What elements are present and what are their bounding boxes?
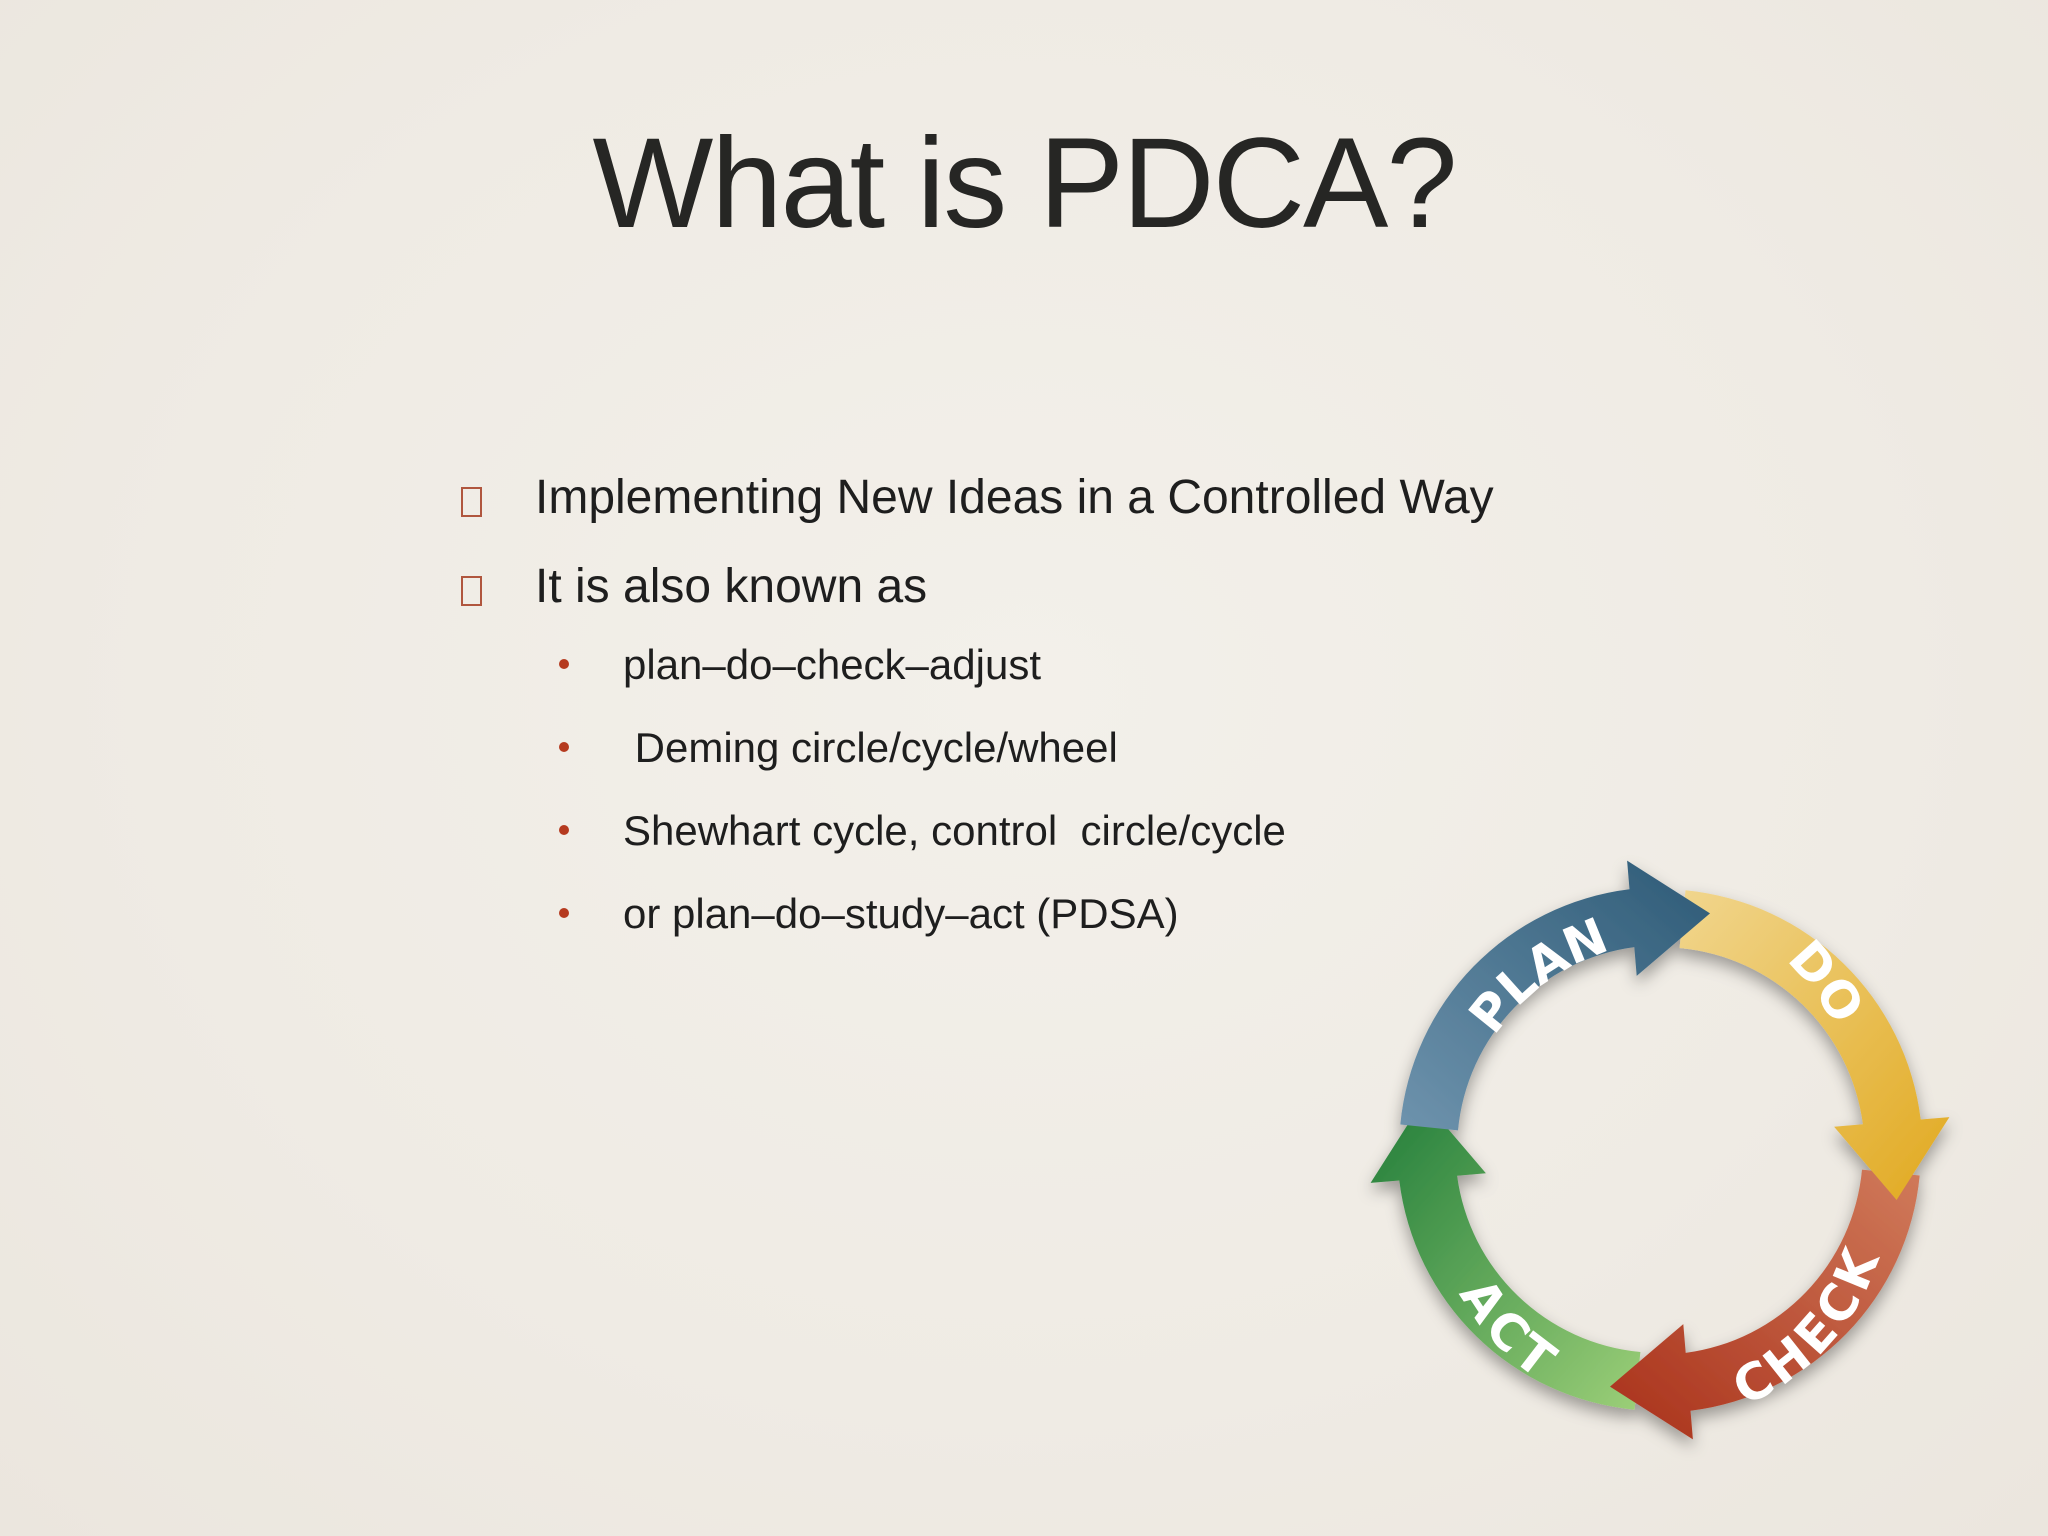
bullet-text: Implementing New Ideas in a Controlled W…: [535, 471, 1494, 524]
slide-title: What is PDCA?: [592, 112, 1457, 255]
sub-bullet-text: Shewhart cycle, control circle/cycle: [623, 807, 1286, 854]
bullet-item: Implementing New Ideas in a Controlled W…: [455, 468, 1755, 528]
do-arrow: [1679, 890, 1950, 1200]
check-arrow: [1610, 1169, 1920, 1440]
dot-bullet-icon: [559, 825, 569, 835]
check-label: CHECK: [1723, 1239, 1891, 1417]
sub-bullet-container: plan–do–check–adjust Deming circle/cycle…: [455, 640, 1755, 939]
dot-bullet-icon: [559, 659, 569, 669]
hollow-square-icon: [461, 576, 482, 606]
hollow-square-icon: [461, 487, 482, 517]
pdca-cycle-diagram: PLAN DO CHECK ACT: [1370, 860, 1950, 1440]
sub-bullet-list: plan–do–check–adjust Deming circle/cycle…: [455, 640, 1755, 939]
sub-bullet-text: or plan–do–study–act (PDSA): [623, 890, 1179, 937]
bullet-item: It is also known as: [455, 557, 1755, 617]
sub-bullet-item: Shewhart cycle, control circle/cycle: [455, 806, 1755, 856]
sub-bullet-text: plan–do–check–adjust: [623, 641, 1041, 688]
act-arrow: [1370, 1100, 1641, 1410]
sub-bullet-item: or plan–do–study–act (PDSA): [455, 889, 1755, 939]
dot-bullet-icon: [559, 742, 569, 752]
bullet-text: It is also known as: [535, 560, 928, 613]
dot-bullet-icon: [559, 908, 569, 918]
bullet-list: Implementing New Ideas in a Controlled W…: [455, 468, 1755, 972]
plan-arrow: [1400, 860, 1710, 1131]
sub-bullet-item: plan–do–check–adjust: [455, 640, 1755, 690]
sub-bullet-text: Deming circle/cycle/wheel: [623, 724, 1118, 771]
sub-bullet-item: Deming circle/cycle/wheel: [455, 723, 1755, 773]
